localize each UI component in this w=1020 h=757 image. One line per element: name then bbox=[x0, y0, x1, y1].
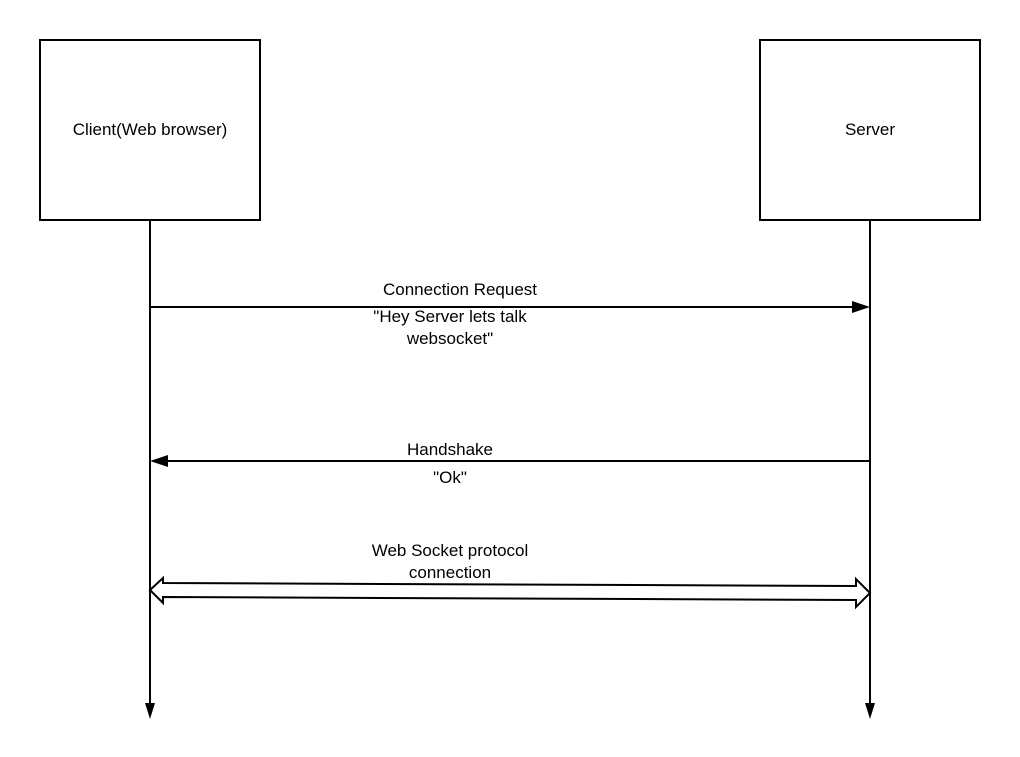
server-lifeline bbox=[865, 220, 875, 719]
server-box bbox=[759, 39, 981, 221]
handshake-note: "Ok" bbox=[433, 468, 467, 487]
server-lifeline-arrowhead bbox=[865, 703, 875, 719]
connection-request-note-line1: "Hey Server lets talk bbox=[373, 307, 527, 326]
connection-request-note-line2: websocket" bbox=[406, 329, 493, 348]
websocket-bidirectional-arrow bbox=[148, 575, 872, 610]
client-lifeline-arrowhead bbox=[145, 703, 155, 719]
handshake-message: Handshake "Ok" bbox=[150, 440, 870, 487]
connection-request-label: Connection Request bbox=[383, 280, 537, 299]
websocket-connection-message: Web Socket protocol connection bbox=[148, 541, 872, 610]
handshake-label: Handshake bbox=[407, 440, 493, 459]
client-label: Client(Web browser) bbox=[73, 120, 228, 139]
client-box bbox=[39, 39, 261, 221]
connection-request-message: Connection Request "Hey Server lets talk… bbox=[150, 280, 870, 348]
server-label: Server bbox=[845, 120, 895, 139]
client-participant: Client(Web browser) bbox=[39, 39, 261, 221]
websocket-label-line1: Web Socket protocol bbox=[372, 541, 529, 560]
server-participant: Server bbox=[759, 39, 981, 221]
websocket-label-line2: connection bbox=[409, 563, 491, 582]
connection-request-arrowhead bbox=[852, 301, 870, 313]
handshake-arrowhead bbox=[150, 455, 168, 467]
client-lifeline bbox=[145, 220, 155, 719]
